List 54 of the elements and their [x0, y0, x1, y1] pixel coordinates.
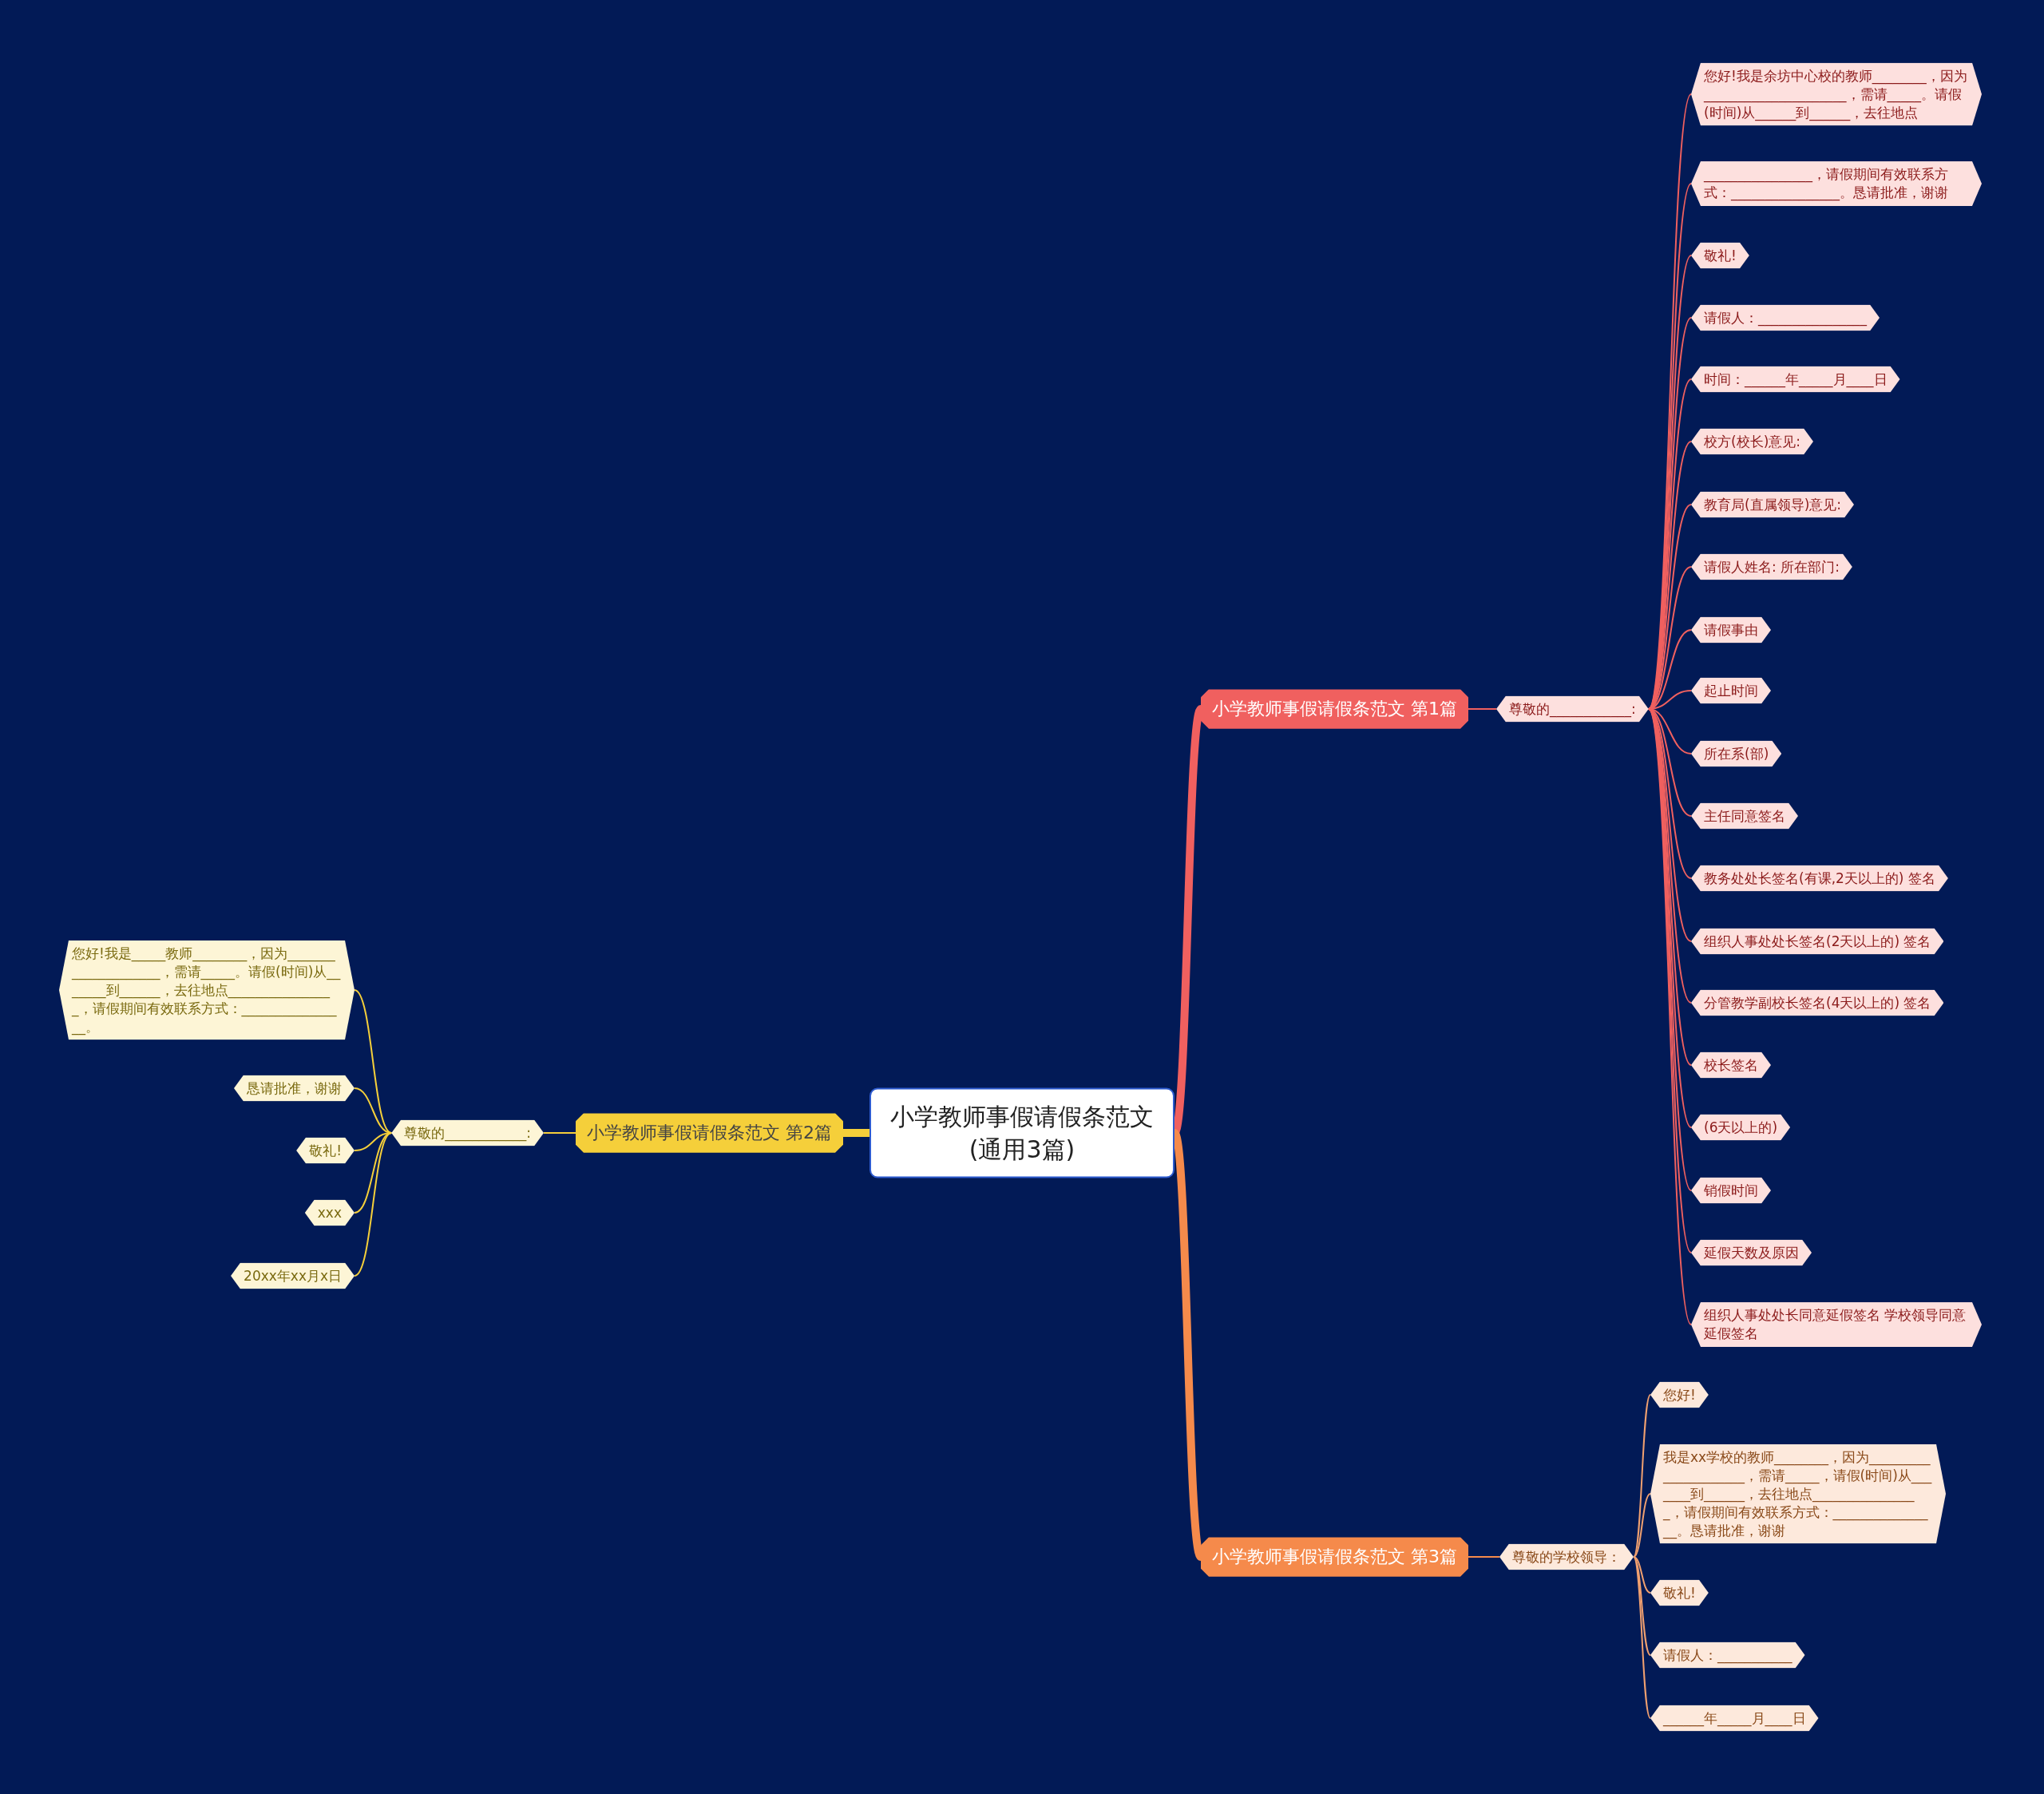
- topic-text: 您好!: [1663, 1385, 1696, 1404]
- connector-line: [354, 1132, 393, 1277]
- topic-text: 小学教师事假请假条范文(通用3篇): [889, 1101, 1155, 1164]
- topic-text: xxx: [317, 1203, 342, 1222]
- connector-line: [843, 1129, 869, 1137]
- topic-text: 分管教学副校长签名(4天以上的) 签名: [1704, 993, 1931, 1012]
- topic-text: 所在系(部): [1704, 744, 1769, 763]
- topic-text: 恳请批准，谢谢: [247, 1079, 342, 1098]
- branch-topic: [1201, 1537, 1468, 1577]
- topic-text: 敬礼!: [309, 1141, 342, 1160]
- topic-text: ________________，请假期间有效联系方式：________________。恳请批准，谢谢: [1704, 165, 1949, 202]
- subtopic-node: [1650, 1381, 1709, 1408]
- subtopic-node: [1496, 695, 1649, 723]
- connector-line: [1633, 1556, 1651, 1656]
- subtopic-node: [1499, 1543, 1634, 1570]
- topic-text: 组织人事处处长签名(2天以上的) 签名: [1704, 932, 1931, 951]
- subtopic-node: [1650, 1705, 1819, 1732]
- topic-text: 销假时间: [1704, 1181, 1758, 1200]
- topic-text: 小学教师事假请假条范文 第2篇: [587, 1122, 832, 1145]
- topic-text: 您好!我是余坊中心校的教师________，因为_____________________，需请_____。请假(时间)从______到______，去往地点: [1704, 66, 1968, 122]
- branch-topic: [576, 1113, 843, 1153]
- topic-text: 教育局(直属领导)意见:: [1704, 495, 1841, 514]
- topic-text: 时间：______年_____月____日: [1704, 370, 1888, 389]
- topic-text: 请假事由: [1704, 620, 1758, 640]
- topic-text: 教务处处长签名(有课,2天以上的) 签名: [1704, 869, 1935, 888]
- topic-text: 延假天数及原因: [1704, 1243, 1799, 1262]
- connector-line: [1468, 708, 1497, 710]
- topic-text: 尊敬的____________:: [404, 1123, 531, 1143]
- branch-topic: [1201, 689, 1468, 729]
- topic-text: 校方(校长)意见:: [1704, 432, 1800, 451]
- topic-text: 小学教师事假请假条范文 第1篇: [1212, 698, 1457, 721]
- topic-text: 20xx年xx月x日: [244, 1266, 342, 1285]
- topic-text: ______年_____月____日: [1663, 1709, 1806, 1728]
- topic-text: 尊敬的学校领导：: [1512, 1547, 1621, 1566]
- connector-line: [1468, 1556, 1500, 1558]
- central-topic: [869, 1087, 1175, 1178]
- topic-text: 小学教师事假请假条范文 第3篇: [1212, 1546, 1457, 1569]
- connector-line: [1633, 1556, 1651, 1594]
- topic-text: 请假人姓名: 所在部门:: [1704, 557, 1840, 576]
- topic-text: 请假人：________________: [1704, 308, 1867, 327]
- subtopic-node: [1650, 1642, 1805, 1669]
- topic-text: 尊敬的____________:: [1509, 699, 1636, 719]
- topic-text: 您好!我是_____教师________，因为____________________，需请_____。请假(时间)从_______到______，去往地点________________，请假期间有效联系方式：________________。: [72, 944, 342, 1036]
- topic-text: 起止时间: [1704, 681, 1758, 700]
- topic-text: 请假人：___________: [1663, 1645, 1792, 1665]
- connector-line: [1633, 1493, 1651, 1558]
- topic-text: 敬礼!: [1663, 1583, 1696, 1602]
- topic-text: 校长签名: [1704, 1055, 1758, 1075]
- topic-text: 主任同意签名: [1704, 806, 1785, 826]
- topic-text: 我是xx学校的教师________，因为_____________________，需请_____，请假(时间)从_______到______，去往地点________________，请假期间有效联系方式：________________。恳请批准，谢谢: [1663, 1447, 1933, 1540]
- connector-line: [543, 1132, 576, 1134]
- topic-text: 敬礼!: [1704, 246, 1737, 265]
- topic-text: (6天以上的): [1704, 1118, 1778, 1137]
- topic-text: 组织人事处处长同意延假签名 学校领导同意延假签名: [1704, 1306, 1967, 1343]
